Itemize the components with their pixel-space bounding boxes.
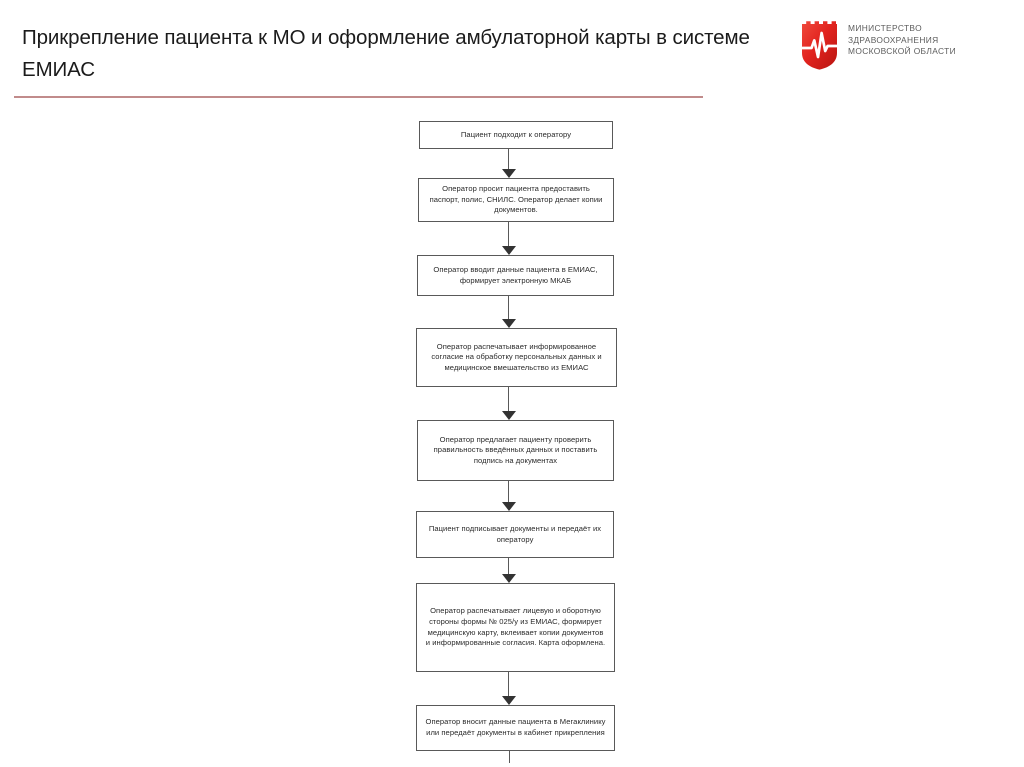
flow-node-2[interactable]: Оператор просит пациента предоставить па… — [418, 178, 614, 222]
flow-node-label: Оператор вносит данные пациента в Мегакл… — [425, 717, 606, 737]
flow-node-label: Пациент подписывает документы и передаёт… — [428, 523, 602, 544]
arrow-head-icon — [502, 574, 516, 583]
arrow-line — [508, 222, 509, 246]
flow-arrow — [502, 296, 516, 328]
arrow-head-icon — [502, 502, 516, 511]
flow-arrow — [502, 222, 516, 255]
arrow-line — [508, 387, 509, 411]
flow-node-label: Оператор вводит данные пациента в ЕМИАС,… — [433, 264, 598, 285]
arrow-head-icon — [502, 169, 516, 178]
arrow-head-icon — [502, 411, 516, 420]
flow-node-1[interactable]: Пациент подходит к оператору — [419, 121, 613, 149]
flow-tail-line — [509, 751, 510, 763]
flow-node-label: Оператор предлагает пациенту проверить п… — [433, 434, 598, 465]
flow-arrow — [502, 672, 516, 705]
arrow-line — [508, 296, 509, 319]
arrow-head-icon — [502, 696, 516, 705]
flow-arrow — [502, 481, 516, 511]
flow-arrow — [502, 387, 516, 420]
shield-heartbeat-icon — [801, 21, 838, 70]
flow-node-label: Оператор распечатывает информированное с… — [431, 341, 602, 372]
flow-arrow — [502, 558, 516, 583]
arrow-line — [508, 672, 509, 696]
logo-line-2: ЗДРАВООХРАНЕНИЯ — [848, 34, 939, 45]
arrow-line — [508, 149, 509, 169]
flow-node-3[interactable]: Оператор вводит данные пациента в ЕМИАС,… — [417, 255, 614, 296]
flow-node-label: Оператор просит пациента предоставить па… — [429, 184, 603, 215]
arrow-head-icon — [502, 246, 516, 255]
flow-node-4[interactable]: Оператор распечатывает информированное с… — [416, 328, 617, 387]
ministry-logo-text: МИНИСТЕРСТВО ЗДРАВООХРАНЕНИЯ МОСКОВСКОЙ … — [848, 23, 1011, 58]
flow-node-8[interactable]: Оператор вносит данные пациента в Мегакл… — [416, 705, 615, 751]
flow-node-label: Оператор распечатывает лицевую и оборотн… — [425, 606, 606, 648]
arrow-head-icon — [502, 319, 516, 328]
page-header: Прикрепление пациента к МО и оформление … — [0, 0, 1024, 100]
page-title: Прикрепление пациента к МО и оформление … — [22, 26, 750, 81]
arrow-line — [508, 481, 509, 502]
title-divider — [14, 96, 703, 98]
flow-arrow — [502, 149, 516, 178]
flow-node-7[interactable]: Оператор распечатывает лицевую и оборотн… — [416, 583, 615, 672]
flow-node-label: Пациент подходит к оператору — [460, 129, 572, 139]
logo-line-1: МИНИСТЕРСТВО — [848, 23, 922, 33]
logo-line-3: МОСКОВСКОЙ ОБЛАСТИ — [848, 46, 956, 57]
ministry-logo: МИНИСТЕРСТВО ЗДРАВООХРАНЕНИЯ МОСКОВСКОЙ … — [799, 19, 1011, 71]
arrow-line — [508, 558, 509, 574]
flow-node-5[interactable]: Оператор предлагает пациенту проверить п… — [417, 420, 614, 481]
flow-node-6[interactable]: Пациент подписывает документы и передаёт… — [416, 511, 614, 558]
